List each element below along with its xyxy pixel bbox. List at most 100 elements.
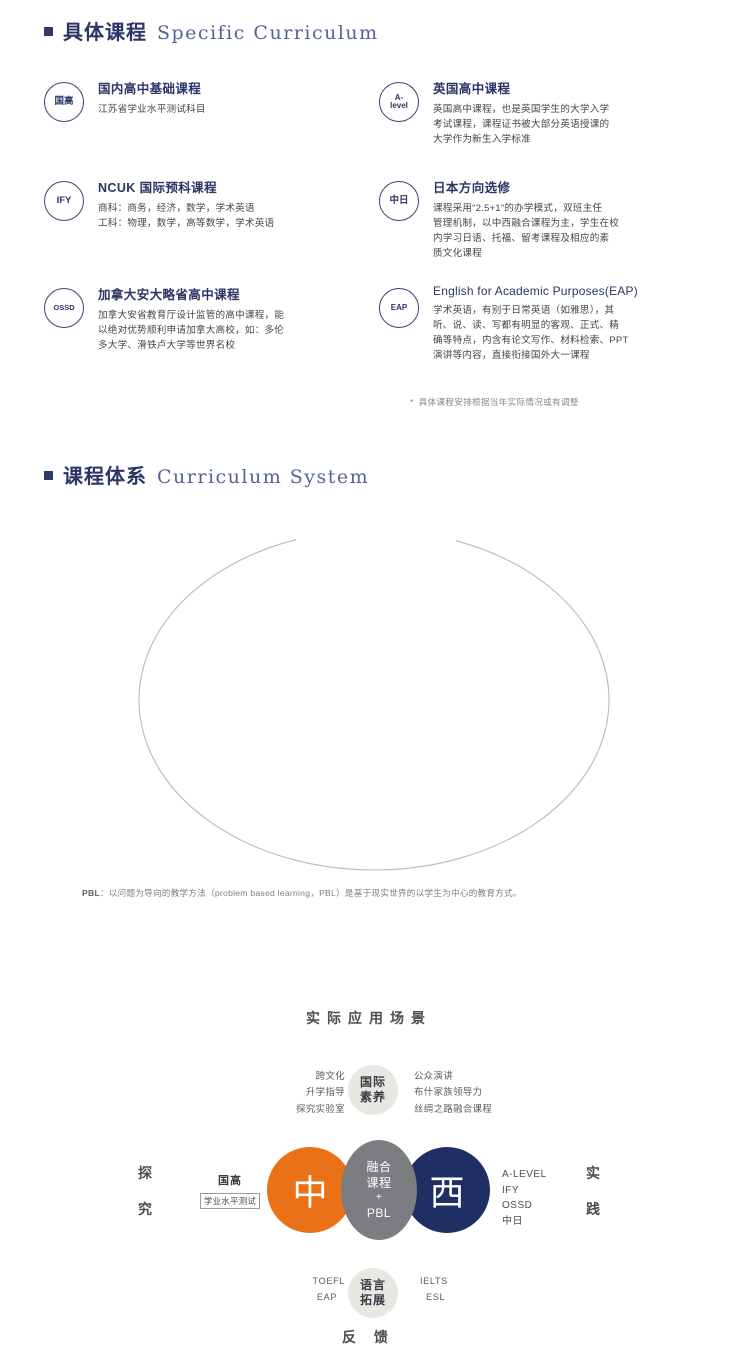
circle-literacy-line2: 素养 bbox=[359, 1090, 386, 1104]
label-guogao-title: 国高 bbox=[218, 1175, 243, 1187]
right-program-list: A-LEVEL IFY OSSD 中日 bbox=[502, 1167, 547, 1229]
diagram-ellipse-icon bbox=[138, 518, 610, 871]
course-desc-line: 内学习日语、托福、留考课程及相应的素 bbox=[433, 232, 610, 244]
section1-title-cn: 具体课程 bbox=[63, 22, 147, 44]
right-program-item: OSSD bbox=[502, 1200, 533, 1211]
course-description: 商科：商务，经济，数学，学术英语 工科：物理，数学，高等数学，学术英语 bbox=[98, 202, 274, 232]
side-label-left-char2: 究 bbox=[138, 1201, 152, 1218]
course-text: NCUK 国际预科课程 商科：商务，经济，数学，学术英语 工科：物理，数学，高等… bbox=[98, 177, 274, 232]
course-desc-line: 听、说、读、写都有明显的客观、正式、精 bbox=[433, 319, 620, 331]
course-description: 学术英语，有别于日常英语（如雅思），其 听、说、读、写都有明显的客观、正式、精 … bbox=[433, 304, 638, 363]
bottom-left-list-item: EAP bbox=[316, 1292, 337, 1303]
course-desc-line: 以绝对优势顺利申请加拿大高校，如：多伦 bbox=[98, 324, 285, 336]
course-badge-icon: EAP bbox=[379, 288, 419, 328]
course-title: NCUK 国际预科课程 bbox=[98, 181, 217, 195]
course-item-zhongri[interactable]: 中日 日本方向选修 课程采用“2.5+1”的办学模式，双班主任 管理机制，以中西… bbox=[379, 177, 619, 261]
course-description: 英国高中课程，也是英国学生的大学入学 考试课程，课程证书被大部分英语授课的 大学… bbox=[433, 103, 609, 148]
bottom-right-list-item: ESL bbox=[426, 1292, 446, 1303]
label-guogao-boxed: 学业水平测试 bbox=[200, 1193, 261, 1209]
side-label-left: 探 究 bbox=[136, 1155, 154, 1228]
course-badge-line1: A- bbox=[394, 92, 404, 102]
heading-bullet-icon bbox=[44, 471, 53, 480]
course-description: 江苏省学业水平测试科目 bbox=[98, 103, 206, 118]
circle-literacy-line1: 国际 bbox=[359, 1075, 386, 1089]
pbl-footnote-text: ：以问题为导向的教学方法（problem based learning，PBL）… bbox=[99, 888, 522, 898]
fusion-line4: PBL bbox=[366, 1205, 392, 1220]
circle-language-development[interactable]: 语言 拓展 bbox=[348, 1268, 398, 1318]
course-item-guogao[interactable]: 国高 国内高中基础课程 江苏省学业水平测试科目 bbox=[44, 78, 206, 122]
section-heading-specific-curriculum: 具体课程 Specific Curriculum bbox=[44, 16, 379, 45]
heading-bullet-icon bbox=[44, 27, 53, 36]
course-item-alevel[interactable]: A- level 英国高中课程 英国高中课程，也是英国学生的大学入学 考试课程，… bbox=[379, 78, 609, 148]
course-desc-line: 工科：物理，数学，高等数学，学术英语 bbox=[98, 217, 275, 229]
course-title: 英国高中课程 bbox=[433, 82, 511, 96]
course-desc-line: 多大学、滑铁卢大学等世界名校 bbox=[98, 339, 236, 351]
bottom-left-list: TOEFL EAP bbox=[287, 1273, 345, 1305]
course-text: 国内高中基础课程 江苏省学业水平测试科目 bbox=[98, 78, 206, 118]
course-text: 英国高中课程 英国高中课程，也是英国学生的大学入学 考试课程，课程证书被大部分英… bbox=[433, 78, 609, 148]
course-badge-icon: IFY bbox=[44, 181, 84, 221]
right-program-item: A-LEVEL bbox=[502, 1169, 547, 1180]
curriculum-adjust-note: * 具体课程安排根据当年实际情况或有调整 bbox=[410, 396, 579, 408]
course-text: English for Academic Purposes(EAP) 学术英语，… bbox=[433, 284, 638, 363]
course-desc-line: 加拿大安省教育厅设计监管的高中课程，能 bbox=[98, 310, 285, 321]
bottom-left-list-item: TOEFL bbox=[312, 1276, 345, 1286]
circle-fusion-pbl[interactable]: 融合 课程 + PBL bbox=[341, 1140, 417, 1240]
course-description: 课程采用“2.5+1”的办学模式，双班主任 管理机制，以中西融合课程为主，学生在… bbox=[433, 202, 619, 261]
side-label-right-char2: 践 bbox=[586, 1201, 600, 1218]
top-left-list-item: 探究实验室 bbox=[296, 1102, 345, 1114]
bottom-right-list-item: IELTS bbox=[420, 1276, 448, 1286]
course-title: 日本方向选修 bbox=[433, 181, 511, 195]
course-title: 加拿大安大略省高中课程 bbox=[98, 288, 240, 302]
course-badge-icon: OSSD bbox=[44, 288, 84, 328]
fusion-plus-icon: + bbox=[375, 1192, 383, 1204]
course-desc-line: 商科：商务，经济，数学，学术英语 bbox=[98, 203, 255, 214]
course-item-eap[interactable]: EAP English for Academic Purposes(EAP) 学… bbox=[379, 284, 638, 363]
right-program-item: 中日 bbox=[502, 1215, 523, 1227]
arc-label-top: 实际应用场景 bbox=[306, 1010, 432, 1026]
circle-language-line1: 语言 bbox=[359, 1278, 386, 1292]
side-label-right: 实 践 bbox=[584, 1155, 602, 1228]
curriculum-system-diagram: 实际应用场景 反 馈 探 究 实 践 跨文化 升学指导 探究实验室 公众演讲 布… bbox=[0, 500, 731, 1345]
right-program-item: IFY bbox=[502, 1184, 520, 1196]
course-badge-icon: A- level bbox=[379, 82, 419, 122]
top-right-list-item: 丝绸之路融合课程 bbox=[414, 1102, 493, 1114]
circle-language-line2: 拓展 bbox=[359, 1293, 386, 1307]
side-label-right-char1: 实 bbox=[586, 1165, 600, 1181]
fusion-line2: 课程 bbox=[366, 1176, 392, 1191]
note-asterisk-icon: * bbox=[410, 397, 414, 407]
top-right-list-item: 布什家族领导力 bbox=[414, 1086, 483, 1098]
course-title: English for Academic Purposes(EAP) bbox=[433, 284, 638, 298]
circle-international-literacy[interactable]: 国际 素养 bbox=[348, 1065, 398, 1115]
course-item-ify[interactable]: IFY NCUK 国际预科课程 商科：商务，经济，数学，学术英语 工科：物理，数… bbox=[44, 177, 274, 232]
pbl-footnote-label: PBL bbox=[82, 888, 100, 898]
section2-title-en: Curriculum System bbox=[157, 466, 370, 488]
course-text: 加拿大安大略省高中课程 加拿大安省教育厅设计监管的高中课程，能 以绝对优势顺利申… bbox=[98, 284, 284, 354]
arc-label-bottom: 反 馈 bbox=[342, 1329, 395, 1345]
course-desc-line: 英国高中课程，也是英国学生的大学入学 bbox=[433, 104, 610, 115]
note-text: 具体课程安排根据当年实际情况或有调整 bbox=[418, 397, 579, 407]
label-guogao-group: 国高 学业水平测试 bbox=[200, 1172, 261, 1209]
bottom-right-list: IELTS ESL bbox=[420, 1273, 448, 1305]
course-desc-line: 演讲等内容，直接衔接国外大一课程 bbox=[433, 349, 590, 361]
fusion-line1: 融合 bbox=[366, 1159, 392, 1174]
top-left-list-item: 升学指导 bbox=[305, 1086, 345, 1098]
course-text: 日本方向选修 课程采用“2.5+1”的办学模式，双班主任 管理机制，以中西融合课… bbox=[433, 177, 619, 261]
course-desc-line: 课程采用“2.5+1”的办学模式，双班主任 bbox=[433, 203, 603, 214]
course-desc-line: 学术英语，有别于日常英语（如雅思），其 bbox=[433, 305, 615, 316]
course-badge-line2: level bbox=[390, 101, 408, 110]
course-description: 加拿大安省教育厅设计监管的高中课程，能 以绝对优势顺利申请加拿大高校，如：多伦 … bbox=[98, 309, 284, 354]
course-desc-line: 质文化课程 bbox=[433, 247, 482, 259]
course-desc-line: 大学作为新生入学标准 bbox=[433, 133, 531, 145]
section-heading-curriculum-system: 课程体系 Curriculum System bbox=[44, 460, 369, 489]
course-item-ossd[interactable]: OSSD 加拿大安大略省高中课程 加拿大安省教育厅设计监管的高中课程，能 以绝对… bbox=[44, 284, 284, 354]
top-left-list: 跨文化 升学指导 探究实验室 bbox=[283, 1068, 345, 1117]
section1-title-en: Specific Curriculum bbox=[157, 22, 379, 44]
course-desc-line: 考试课程，课程证书被大部分英语授课的 bbox=[433, 118, 610, 130]
top-right-list-item: 公众演讲 bbox=[414, 1070, 454, 1081]
course-badge-icon: 国高 bbox=[44, 82, 84, 122]
top-left-list-item: 跨文化 bbox=[315, 1070, 345, 1081]
side-label-left-char1: 探 bbox=[138, 1165, 152, 1181]
course-desc-line: 确等特点，内含有论文写作、材料检索、PPT bbox=[433, 334, 629, 346]
course-desc-line: 江苏省学业水平测试科目 bbox=[98, 104, 206, 115]
